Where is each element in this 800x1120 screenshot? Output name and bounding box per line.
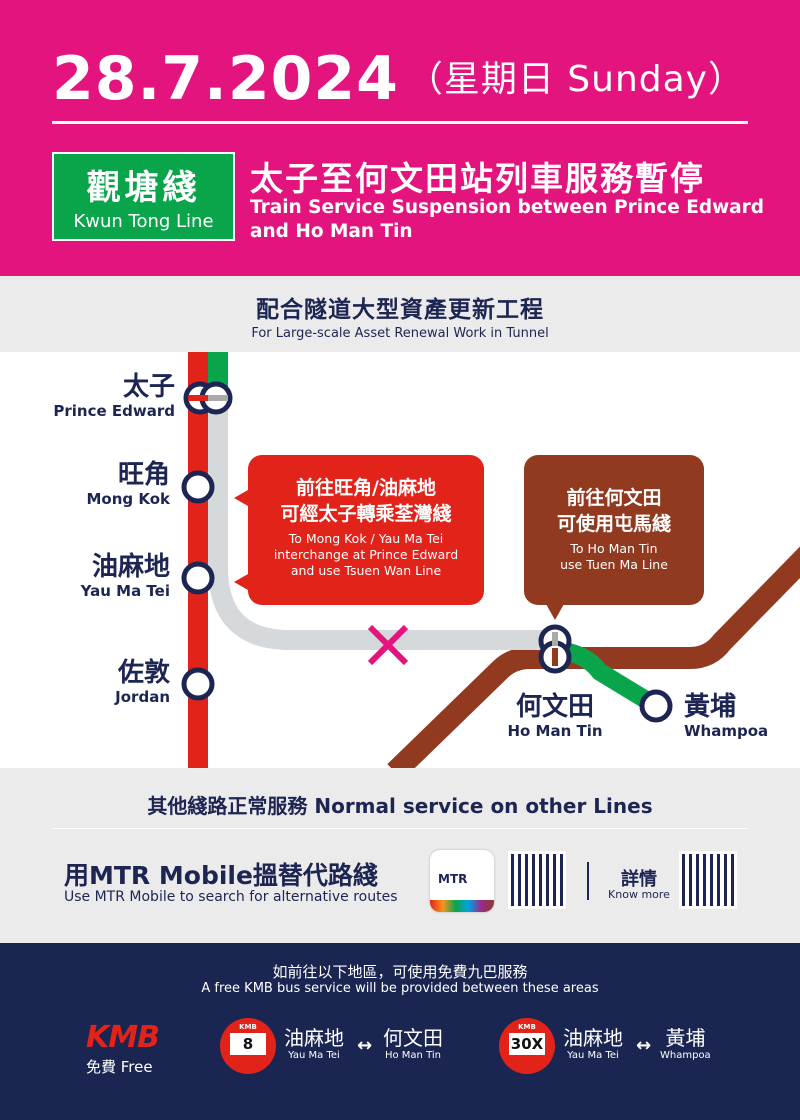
route-number: 30X (509, 1033, 545, 1055)
reason-band: 配合隧道大型資產更新工程 For Large-scale Asset Renew… (0, 276, 800, 352)
route-from-en: Yau Ma Tei (288, 1050, 340, 1061)
route-to-zh: 黃埔 (665, 1026, 706, 1050)
station-en: Ho Man Tin (507, 722, 603, 740)
kmb-badge-label: KMB (518, 1023, 536, 1031)
date-heading: 28.7.2024（星期日 Sunday） (52, 44, 745, 114)
station-jordan-marker (181, 667, 215, 701)
callout-zh-1: 前往旺角/油麻地 (296, 477, 436, 499)
app-qr-code-icon[interactable] (508, 851, 566, 909)
callout-en-2: use Tuen Ma Line (560, 557, 668, 572)
route-to-en: Ho Man Tin (384, 1050, 441, 1061)
suspended-cross-icon (367, 624, 409, 666)
reason-zh: 配合隧道大型資產更新工程 (256, 297, 544, 323)
callout-en-1: To Mong Kok / Yau Ma Tei (288, 531, 444, 546)
route-to-zh: 何文田 (383, 1026, 443, 1050)
callout-pointer-left (234, 490, 248, 590)
callout-tuen-ma-line: 前往何文田 可使用屯馬綫 To Ho Man Tin use Tuen Ma L… (524, 455, 704, 605)
bidirectional-arrow-icon: ↔ (357, 1035, 373, 1056)
route-from-zh: 油麻地 (563, 1026, 623, 1050)
map-lines (181, 352, 800, 768)
callout-en-1: To Ho Man Tin (570, 541, 658, 556)
free-label: 免費 Free (86, 1058, 153, 1076)
suspended-section (208, 398, 555, 650)
station-zh: 何文田 (515, 692, 594, 722)
date: 28.7.2024 (52, 44, 399, 114)
know-more-en: Know more (608, 888, 670, 901)
station-zh: 黃埔 (684, 692, 737, 722)
callout-zh-2: 可使用屯馬綫 (556, 513, 671, 535)
station-prince-edward-marker (183, 381, 233, 415)
app-icon-label: MTR (438, 872, 468, 886)
app-promo-en: Use MTR Mobile to search for alternative… (64, 889, 398, 905)
kmb-logo: KMB (86, 1020, 160, 1055)
callout-pointer-down (546, 604, 564, 620)
weekday: （星期日 Sunday） (406, 59, 745, 100)
station-zh: 旺角 (117, 460, 170, 490)
know-more-qr-code-icon[interactable] (679, 851, 737, 909)
callout-en-2: interchange at Prince Edward (273, 547, 459, 562)
kwun-tong-line-badge: 觀塘綫 Kwun Tong Line (52, 152, 235, 241)
bus-route-8-badge: KMB 8 (220, 1018, 276, 1074)
line-name-zh: 觀塘綫 (86, 168, 201, 208)
station-en: Jordan (115, 688, 170, 706)
route-number: 8 (230, 1033, 266, 1055)
tuen-ma-line (387, 546, 800, 768)
station-mong-kok-marker (181, 470, 215, 504)
station-whampoa-marker (639, 689, 673, 723)
callout-en-3: and use Tsuen Wan Line (290, 563, 442, 578)
kmb-badge-label: KMB (239, 1023, 257, 1031)
bidirectional-arrow-icon: ↔ (636, 1035, 652, 1056)
route-from-zh: 油麻地 (284, 1026, 344, 1050)
station-en: Whampoa (684, 722, 769, 740)
footer-en: A free KMB bus service will be provided … (201, 981, 599, 996)
station-zh: 油麻地 (91, 552, 170, 582)
title-zh: 太子至何文田站列車服務暫停 (250, 159, 705, 198)
title-en: Train Service Suspension between Prince … (250, 197, 765, 242)
station-en: Prince Edward (53, 402, 175, 420)
app-icon-stripe (430, 900, 494, 912)
route-to-en: Whampoa (660, 1050, 711, 1061)
reason-en: For Large-scale Asset Renewal Work in Tu… (251, 326, 549, 341)
station-zh: 佐敦 (117, 658, 170, 688)
kmb-footer: 如前往以下地區，可使用免費九巴服務 A free KMB bus service… (0, 943, 800, 1120)
callout-tsuen-wan-line: 前往旺角/油麻地 可經太子轉乘荃灣綫 To Mong Kok / Yau Ma … (248, 455, 484, 605)
callout-zh-1: 前往何文田 (566, 487, 662, 509)
know-more-zh: 詳情 (621, 869, 657, 890)
station-yau-ma-tei-marker (181, 561, 215, 595)
station-ho-man-tin-marker (538, 624, 572, 674)
bus-route-30x-badge: KMB 30X (499, 1018, 555, 1074)
divider (52, 828, 748, 829)
station-en: Yau Ma Tei (80, 582, 170, 600)
divider (587, 862, 589, 900)
tsuen-wan-line (188, 352, 208, 768)
station-en: Mong Kok (86, 490, 170, 508)
app-promo-zh: 用MTR Mobile搵替代路綫 (64, 861, 378, 890)
route-from-en: Yau Ma Tei (567, 1050, 619, 1061)
callout-zh-2: 可經太子轉乘荃灣綫 (280, 503, 452, 525)
footer-zh: 如前往以下地區，可使用免費九巴服務 (272, 963, 528, 981)
station-zh: 太子 (122, 372, 175, 402)
divider (52, 121, 748, 124)
info-band (0, 768, 800, 943)
normal-service-text: 其他綫路正常服務 Normal service on other Lines (147, 794, 653, 818)
mtr-mobile-app-icon[interactable]: MTR (430, 850, 494, 912)
line-name-en: Kwun Tong Line (73, 211, 214, 232)
header-banner: 28.7.2024（星期日 Sunday） 觀塘綫 Kwun Tong Line… (0, 0, 800, 276)
